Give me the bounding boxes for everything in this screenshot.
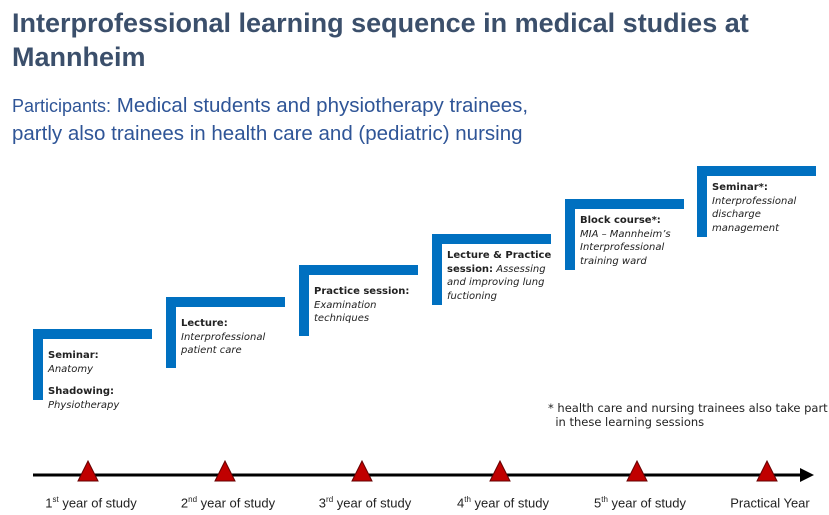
step-5: Block course*: MIA – Mannheim’s Interprof… [565, 199, 684, 270]
step-4: Lecture & Practice session: Assessing an… [432, 234, 551, 305]
year-marker-5 [626, 459, 648, 482]
year-marker-3 [351, 459, 373, 482]
step-6: Seminar*: Interprofessional discharge man… [697, 166, 816, 237]
step-desc-2: Physiotherapy [48, 399, 120, 411]
year-label-1: 1st year of study [45, 495, 137, 511]
year-label-2: 2nd year of study [180, 495, 276, 511]
year-label-3: 3rd year of study [318, 495, 412, 511]
step-title: Lecture & Practice session: [447, 250, 552, 275]
participants-label: Participants: [12, 96, 112, 116]
year-label-6: Practical Year [730, 495, 810, 511]
year-marker-4 [489, 459, 511, 482]
step-desc: Anatomy [48, 363, 94, 375]
footnote: * health care and nursing trainees also … [548, 401, 828, 429]
year-marker-6 [756, 459, 778, 482]
year-label-5: 5th year of study [594, 495, 686, 511]
step-title: Seminar*: [712, 182, 768, 193]
footnote-line2: in these learning sessions [555, 415, 705, 429]
step-desc: Interprofessional patient care [181, 331, 266, 357]
step-title: Practice session: [314, 286, 410, 297]
year-label-4: 4th year of study [457, 495, 549, 511]
year-marker-2 [214, 459, 236, 482]
step-3: Practice session: Examination techniques [299, 265, 418, 336]
step-title-2: Shadowing: [48, 386, 115, 397]
step-desc: Examination techniques [314, 299, 377, 325]
participants-line1: Medical students and physiotherapy train… [116, 94, 529, 117]
step-2: Lecture: Interprofessional patient care [166, 297, 285, 368]
step-desc: Interprofessional discharge management [712, 195, 797, 234]
step-title: Seminar: [48, 350, 99, 361]
timeline-arrowhead [800, 468, 814, 482]
step-title: Block course*: [580, 215, 661, 226]
participants-line2: partly also trainees in health care and … [12, 122, 523, 145]
step-desc: Assessing and improving lung fuctioning [447, 263, 546, 302]
participants: Participants: Medical students and physi… [12, 92, 528, 147]
footnote-line1: * health care and nursing trainees also … [548, 401, 828, 415]
step-desc: MIA – Mannheim’s Interprofessional train… [580, 228, 671, 267]
page-title: Interprofessional learning sequence in m… [12, 8, 749, 72]
year-marker-1 [77, 459, 99, 482]
step-title: Lecture: [181, 318, 228, 329]
